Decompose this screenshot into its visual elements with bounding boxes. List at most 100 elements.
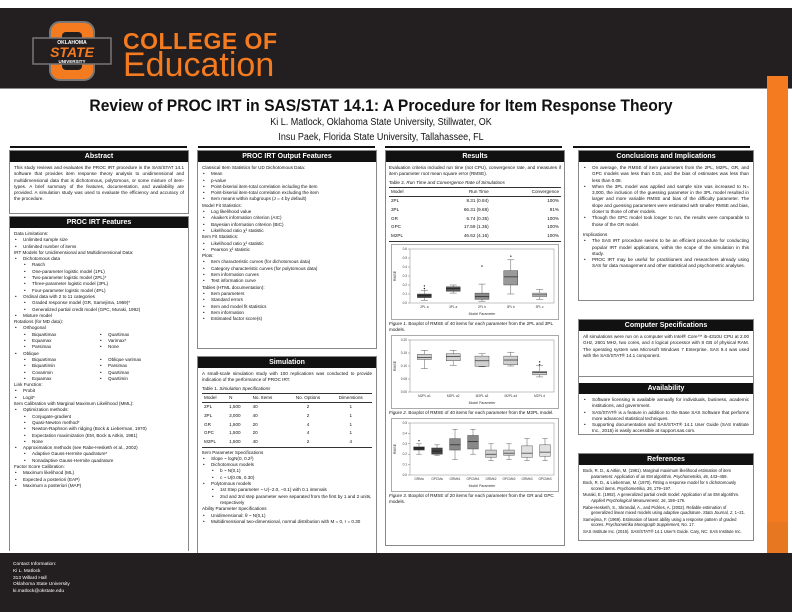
svg-text:0.1: 0.1 xyxy=(403,292,408,296)
output-features-panel: PROC IRT Output Features Classical Item … xyxy=(197,150,377,349)
contact-info: Contact Information: Ki L. Matlock 313 W… xyxy=(13,562,70,596)
svg-text:0.3: 0.3 xyxy=(403,274,408,278)
results-heading: Results xyxy=(386,151,564,162)
list-item: Unlimited number of items xyxy=(14,244,184,251)
table-cell: M2PL xyxy=(202,437,228,448)
list-item: Dichotomous models xyxy=(202,462,372,469)
svg-text:0.00: 0.00 xyxy=(401,390,407,394)
simulation-spec-table: Model N No. Items No. Options Dimensions… xyxy=(202,392,372,448)
table-cell: 46.62 (4.16) xyxy=(426,231,491,242)
table-cell: 66.31 (9.68) xyxy=(463,207,489,213)
author-2: Insu Paek, Florida State University, Tal… xyxy=(278,132,484,143)
list-item: Bayesian information criterion (BIC) xyxy=(202,222,372,229)
svg-text:0.0: 0.0 xyxy=(403,473,408,477)
table-cell: M2PL xyxy=(389,231,427,242)
implications-label: Implications xyxy=(583,231,608,237)
availability-heading: Availability xyxy=(579,383,753,394)
data-limitations-label: Data Limitations: xyxy=(14,231,49,236)
contact-label: Contact Information: xyxy=(13,562,57,567)
list-item: Adaptive Gauss-Hermite quadrature* xyxy=(14,451,184,458)
list-item: Parsimax xyxy=(99,363,184,370)
list-item: Slope ~ logN(0, 0.2²) xyxy=(202,456,372,463)
list-item: Item information curves xyxy=(202,272,372,279)
orange-side-bar xyxy=(767,76,788,533)
column-rule-4 xyxy=(573,146,750,148)
list-item: Oblique xyxy=(14,351,184,358)
list-item: Biquartimin xyxy=(14,363,99,370)
list-item: Covarimin xyxy=(14,370,99,377)
list-item: Mean xyxy=(202,171,372,178)
table-cell: 40 xyxy=(252,413,258,419)
list-item: Polytomous models xyxy=(202,481,372,488)
computer-specs-panel: Computer Specifications All simulations … xyxy=(578,319,754,377)
list-item: Akaike's information criterion (AIC) xyxy=(202,215,372,222)
table-cell: 6.74 (0.35) xyxy=(466,215,489,221)
svg-text:0.5: 0.5 xyxy=(403,256,408,260)
list-item: Item parameters xyxy=(202,291,372,298)
svg-text:Model Parameter: Model Parameter xyxy=(469,401,497,405)
list-item: One-parameter logistic model (1PL) xyxy=(14,269,184,276)
poster-title: Review of PROC IRT in SAS/STAT 14.1: A P… xyxy=(89,96,673,115)
list-item: Equamax xyxy=(14,338,99,345)
list-item: Newton-Raphson with ridging (Bock & Lieb… xyxy=(14,426,184,433)
reference-item: Bock, R. D., & Aitkin, M. (1981). Margin… xyxy=(583,468,732,479)
list-item: SAS/STAT® is a feature in addition to th… xyxy=(583,410,749,423)
table-cell: 1 xyxy=(349,413,352,419)
svg-text:Model Parameter: Model Parameter xyxy=(469,312,497,316)
table-cell: 2PL xyxy=(204,404,213,410)
column-rule-1 xyxy=(10,146,187,148)
list-item: c ~ U(0.05, 0.30) xyxy=(202,475,372,482)
svg-text:M2PL d: M2PL d xyxy=(534,394,545,398)
list-item: Likelihood ratio χ² statistic xyxy=(202,241,372,248)
list-item: Point-biserial item-total correlation ex… xyxy=(202,190,372,197)
list-item: Likelihood ratio χ² statistic xyxy=(202,228,372,235)
svg-text:GPCMb3: GPCMb3 xyxy=(538,477,551,481)
list-item: Expectation maximization (EM, Bock & Ait… xyxy=(14,433,184,440)
table-cell: 1 xyxy=(349,421,352,427)
table-cell: 100% xyxy=(547,198,559,204)
table-cell: 1 xyxy=(349,404,352,410)
svg-text:UNIVERSITY: UNIVERSITY xyxy=(58,59,85,64)
list-item: Parsimax xyxy=(14,344,99,351)
list-item: Two-parameter logistic model (2PL)* xyxy=(14,275,184,282)
list-item: Item characteristic curves (for dichotom… xyxy=(202,259,372,266)
list-item: Probit xyxy=(14,388,184,395)
list-item: Supporting documentation and SAS/STAT® 1… xyxy=(583,422,749,434)
svg-text:0.5: 0.5 xyxy=(403,421,408,425)
features-heading: PROC IRT Features xyxy=(10,217,188,228)
education-label: Education xyxy=(123,46,275,84)
table-cell: 2 xyxy=(306,404,310,410)
svg-text:STATE: STATE xyxy=(50,44,94,60)
list-item: Orthogonal xyxy=(14,325,184,332)
contact-university: Oklahoma State University xyxy=(13,582,70,588)
svg-text:GPCMb1: GPCMb1 xyxy=(466,477,479,481)
list-item: Maximum likelihood (ML) xyxy=(14,470,184,477)
list-item: Category characteristic curves (for poly… xyxy=(202,266,372,273)
list-item: Generalized partial credit model (GPC, M… xyxy=(14,307,184,314)
output-heading: PROC IRT Output Features xyxy=(198,151,376,162)
svg-text:0.6: 0.6 xyxy=(403,247,408,251)
list-item: 1st Step parameter ~ U(−2.0, −0.1) with … xyxy=(202,487,372,494)
list-item: Point-biserial item-total correlation in… xyxy=(202,184,372,191)
list-item: Biquartimax xyxy=(14,332,99,339)
table-cell: GPC xyxy=(204,430,214,436)
table-cell: 40 xyxy=(250,437,287,448)
table-cell: 91% xyxy=(549,207,559,213)
list-item: Nonadaptive Gauss-Hermite quadrature xyxy=(14,458,184,465)
list-item: 2nd and 3rd step parameter were separate… xyxy=(202,494,372,507)
svg-text:0.05: 0.05 xyxy=(401,377,407,381)
abstract-panel: Abstract This study reviews and evaluate… xyxy=(9,150,189,214)
svg-text:0.15: 0.15 xyxy=(401,351,407,355)
svg-text:RMSE: RMSE xyxy=(393,360,397,371)
figure-1-caption: Figure 1. Boxplot of RMSE of 40 items fo… xyxy=(389,320,553,332)
contact-email[interactable]: ki.matlock@okstate.edu xyxy=(13,589,64,595)
link-function-label: Link Function: xyxy=(14,382,43,388)
svg-text:M2PL a3: M2PL a3 xyxy=(476,394,489,398)
table-cell: 100% xyxy=(490,231,561,242)
contact-name: Ki L. Matlock xyxy=(13,568,41,574)
plots-label: Plots: xyxy=(202,253,214,259)
